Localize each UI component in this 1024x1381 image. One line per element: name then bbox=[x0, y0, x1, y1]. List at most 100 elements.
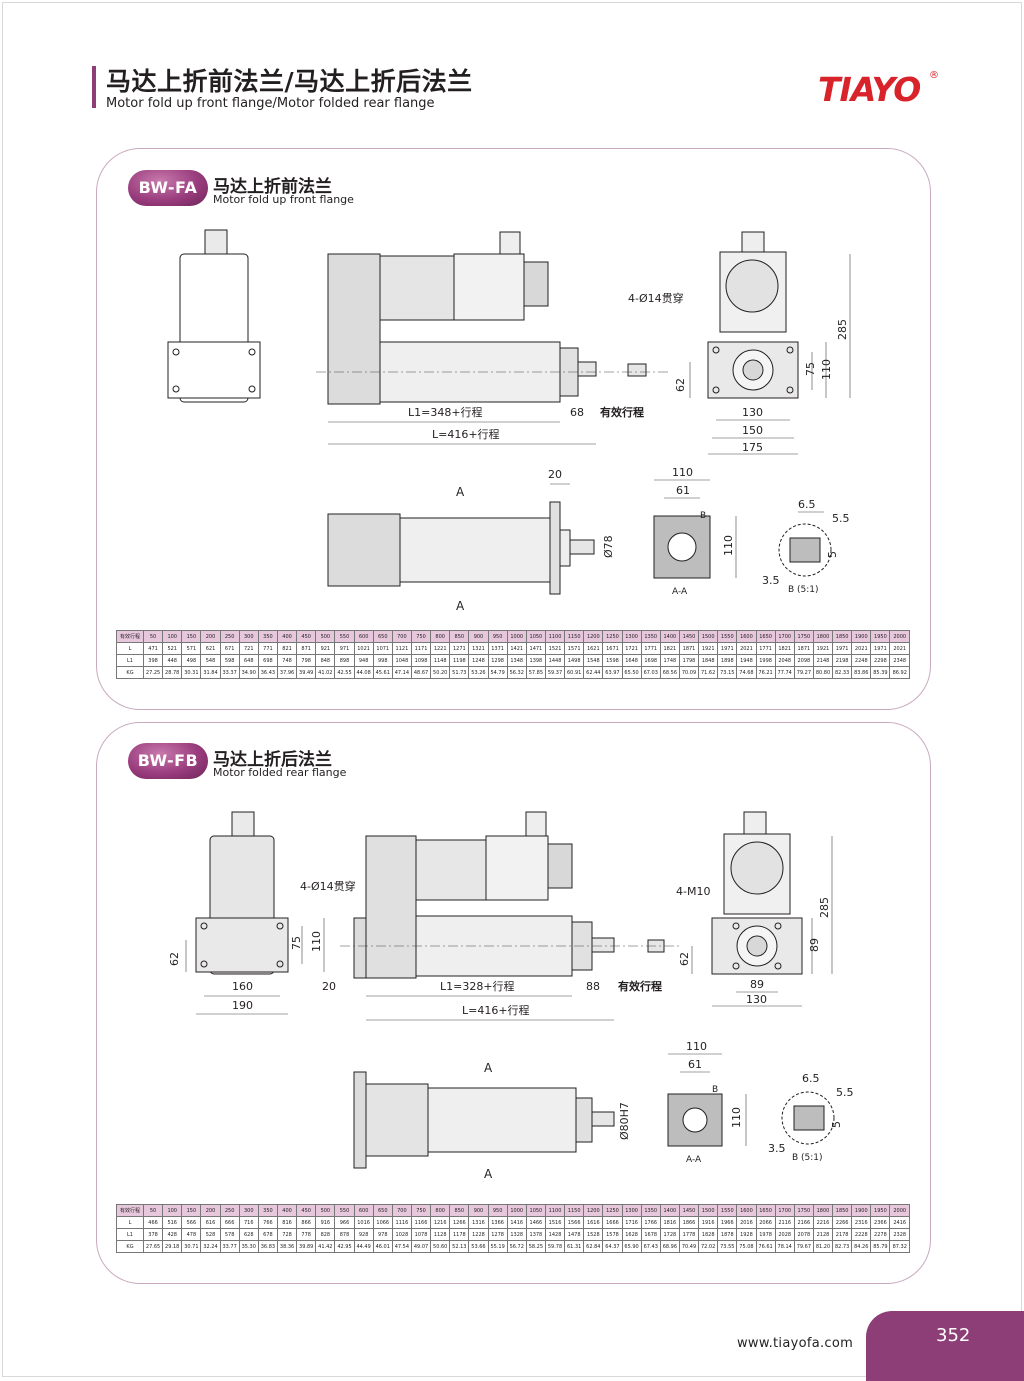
fb-sec-110h: 110 bbox=[730, 1107, 743, 1128]
table-cell: 56.72 bbox=[506, 1240, 527, 1253]
table-cell: 2166 bbox=[793, 1216, 814, 1229]
table-cell: 76.21 bbox=[755, 666, 776, 679]
table-cell: 33.77 bbox=[219, 1240, 240, 1253]
table-header-cell: 1750 bbox=[793, 1204, 814, 1217]
table-cell: 62.44 bbox=[583, 666, 604, 679]
table-header-cell: 1050 bbox=[525, 630, 546, 643]
table-cell: 1166 bbox=[410, 1216, 432, 1229]
fb-sec-61: 61 bbox=[688, 1058, 702, 1071]
page-number: 352 bbox=[936, 1325, 971, 1346]
table-cell: 1571 bbox=[564, 642, 585, 655]
table-cell: 1816 bbox=[659, 1216, 680, 1229]
fb-stroke-dim: 有效行程 bbox=[618, 979, 662, 993]
table-cell: 81.20 bbox=[812, 1240, 834, 1253]
table-cell: 85.39 bbox=[870, 666, 891, 679]
table-cell: 48.67 bbox=[410, 666, 432, 679]
table-cell: 1266 bbox=[449, 1216, 470, 1229]
table-cell: 1578 bbox=[602, 1228, 623, 1241]
section-a-badge: BW-FA bbox=[128, 170, 208, 206]
table-header-cell: 2000 bbox=[889, 630, 910, 643]
fa-285-dim: 285 bbox=[836, 319, 849, 340]
table-cell: 978 bbox=[372, 1228, 393, 1241]
table-cell: 51.73 bbox=[449, 666, 470, 679]
table-cell: 2028 bbox=[774, 1228, 795, 1241]
table-cell: 62.84 bbox=[583, 1240, 604, 1253]
table-header-cell: 1000 bbox=[506, 630, 527, 643]
fb-t5: 5 bbox=[830, 1121, 843, 1128]
table-cell: 86.92 bbox=[889, 666, 910, 679]
fb-130-dim: 130 bbox=[746, 993, 767, 1006]
table-cell: 1628 bbox=[621, 1228, 642, 1241]
table-cell: 578 bbox=[219, 1228, 240, 1241]
fa-gap-dim: 68 bbox=[570, 406, 584, 419]
table-cell: 64.37 bbox=[602, 1240, 623, 1253]
table-header-cell: 250 bbox=[219, 1204, 240, 1217]
fb-bscale: B (5:1) bbox=[792, 1153, 823, 1163]
fa-hole-label: 4-Ø14贯穿 bbox=[628, 291, 684, 305]
fb-section-aa bbox=[667, 1093, 723, 1147]
table-row-label: L1 bbox=[116, 1228, 144, 1241]
table-header-cell: 1150 bbox=[564, 1204, 585, 1217]
fb-l1-dim: L1=328+行程 bbox=[440, 980, 515, 993]
table-header-cell: 100 bbox=[162, 1204, 183, 1217]
section-a-title: 马达上折前法兰 bbox=[213, 177, 332, 197]
table-cell: 67.43 bbox=[640, 1240, 661, 1253]
fa-sec-aa: A-A bbox=[672, 587, 688, 597]
table-header-cell: 1850 bbox=[832, 1204, 853, 1217]
table-header-cell: 1450 bbox=[678, 630, 700, 643]
table-cell: 678 bbox=[257, 1228, 278, 1241]
table-cell: 55.19 bbox=[487, 1240, 508, 1253]
table-cell: 1228 bbox=[468, 1228, 489, 1241]
table-cell: 71.62 bbox=[698, 666, 719, 679]
fb-lower-view bbox=[353, 1071, 615, 1169]
table-header-cell: 1950 bbox=[870, 1204, 891, 1217]
table-cell: 478 bbox=[181, 1228, 202, 1241]
fb-sec-aa: A-A bbox=[686, 1155, 702, 1165]
fb-20-dim: 20 bbox=[322, 980, 336, 993]
table-cell: 75.08 bbox=[736, 1240, 757, 1253]
table-cell: 29.18 bbox=[162, 1240, 183, 1253]
table-cell: 85.79 bbox=[870, 1240, 891, 1253]
table-header-label: 有效行程 bbox=[116, 1204, 144, 1217]
table-header-cell: 1550 bbox=[717, 630, 738, 643]
table-cell: 76.61 bbox=[755, 1240, 776, 1253]
table-cell: 2228 bbox=[851, 1228, 872, 1241]
page-subtitle: Motor fold up front flange/Motor folded … bbox=[106, 96, 435, 111]
footer-url: www.tiayofa.com bbox=[737, 1336, 854, 1351]
table-cell: 27.65 bbox=[142, 1240, 164, 1253]
table-cell: 2178 bbox=[832, 1228, 853, 1241]
table-cell: 44.49 bbox=[353, 1240, 374, 1253]
section-a-subtitle: Motor fold up front flange bbox=[213, 193, 354, 206]
table-cell: 87.32 bbox=[889, 1240, 910, 1253]
table-header-cell: 400 bbox=[276, 1204, 298, 1217]
table-header-cell: 550 bbox=[334, 630, 355, 643]
table-cell: 46.01 bbox=[372, 1240, 393, 1253]
table-header-cell: 1650 bbox=[755, 1204, 776, 1217]
table-header-cell: 1100 bbox=[544, 1204, 566, 1217]
table-header-cell: 1400 bbox=[659, 1204, 680, 1217]
table-cell: 70.09 bbox=[678, 666, 700, 679]
table-cell: 1948 bbox=[736, 654, 757, 667]
fa-sec-b: B bbox=[700, 511, 706, 521]
table-cell: 378 bbox=[142, 1228, 164, 1241]
table-header-cell: 550 bbox=[334, 1204, 355, 1217]
table-cell: 466 bbox=[142, 1216, 164, 1229]
section-b-badge: BW-FB bbox=[128, 743, 208, 779]
table-cell: 2366 bbox=[870, 1216, 891, 1229]
table-cell: 1328 bbox=[506, 1228, 527, 1241]
table-cell: 77.74 bbox=[774, 666, 795, 679]
fa-l-dim: L=416+行程 bbox=[432, 428, 500, 441]
table-cell: 35.30 bbox=[238, 1240, 259, 1253]
fa-t5: 5 bbox=[826, 551, 839, 558]
table-header-cell: 1800 bbox=[812, 1204, 834, 1217]
table-cell: 666 bbox=[219, 1216, 240, 1229]
table-cell: 31.84 bbox=[200, 666, 221, 679]
table-header-cell: 800 bbox=[430, 1204, 451, 1217]
table-cell: 1428 bbox=[544, 1228, 566, 1241]
table-cell: 2278 bbox=[870, 1228, 891, 1241]
table-cell: 79.27 bbox=[793, 666, 814, 679]
table-cell: 70.49 bbox=[678, 1240, 700, 1253]
